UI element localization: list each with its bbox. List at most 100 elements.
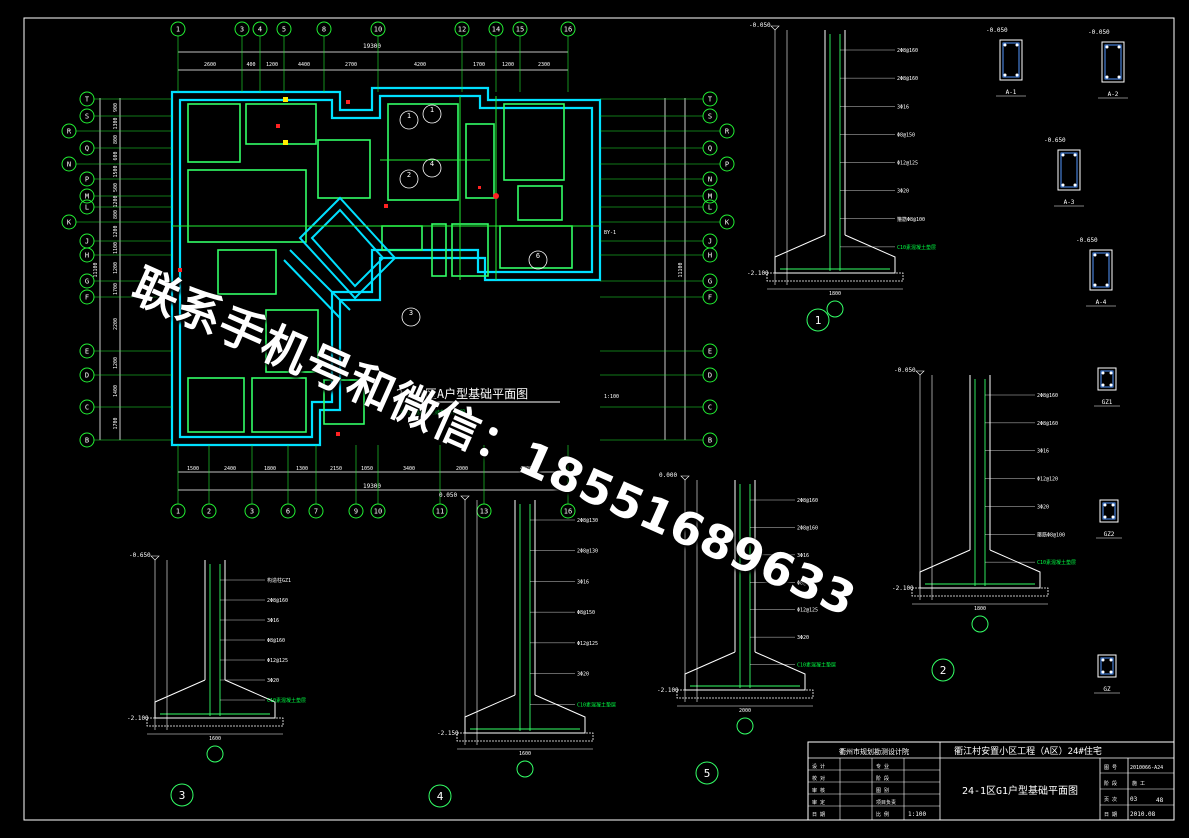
- column-section: A-2-0.050: [1088, 29, 1128, 99]
- axis-bubble-right-label: M: [708, 193, 712, 201]
- org-name: 衢州市规划勘测设计院: [839, 747, 909, 756]
- section-bubble: 4: [430, 160, 434, 168]
- left-dim: 500: [113, 183, 119, 192]
- detail-bar-label: 箍筋Φ8@100: [897, 216, 925, 223]
- top-dim: 1700: [473, 62, 485, 68]
- axis-bubble-left-label: R: [67, 128, 72, 136]
- section-label: A-1: [1006, 89, 1017, 96]
- section-level: -0.650: [1076, 237, 1098, 244]
- page-total: 48: [1156, 797, 1164, 804]
- section-label: GZ1: [1102, 399, 1113, 406]
- left-dim: 900: [113, 103, 119, 112]
- axis-bubble-left-label: G: [85, 278, 89, 286]
- axis-bubble-top-label: 12: [458, 26, 466, 34]
- axis-bubble-left-label: N: [67, 161, 71, 169]
- left-dim: 1200: [113, 195, 119, 207]
- tb-row-label: 审 核: [812, 787, 825, 794]
- axis-bubble-bottom-label: 10: [374, 508, 382, 516]
- section-label: A-3: [1064, 199, 1075, 206]
- detail-top-level: -0.650: [129, 552, 151, 559]
- detail-bar-label: C10素混凝土垫层: [897, 244, 936, 251]
- axis-bubble-right-label: P: [725, 161, 729, 169]
- section-label: GZ: [1103, 686, 1111, 693]
- axis-bubble-bottom-label: 13: [480, 508, 488, 516]
- detail-bottom-level: -2.100: [747, 270, 769, 277]
- date-label: 日 期: [1104, 812, 1117, 818]
- column-section: A-3-0.650: [1044, 137, 1084, 207]
- top-dim: 4200: [414, 62, 426, 68]
- detail-bar-label: 3Φ20: [797, 635, 809, 641]
- detail-bar-label: Φ12@125: [577, 641, 598, 647]
- detail-top-level: 0.050: [439, 492, 457, 499]
- axis-bubble-top-label: 10: [374, 26, 382, 34]
- left-dim: 800: [113, 135, 119, 144]
- section-level: -0.050: [986, 27, 1008, 34]
- section-label: A-4: [1096, 299, 1107, 306]
- left-dim: 1100: [113, 242, 119, 254]
- bottom-dim: 1050: [361, 466, 373, 472]
- left-dim: 1500: [113, 165, 119, 177]
- column-section: A-1 -0.050: [986, 27, 1026, 97]
- section-level: -0.050: [1088, 29, 1110, 36]
- axis-bubble-right-label: E: [708, 348, 712, 356]
- axis-bubble-top-label: 14: [492, 26, 500, 34]
- footing-detail-4: 0.050-2.1502Φ8@1302Φ8@1303Φ16Φ8@150Φ12@1…: [428, 492, 616, 808]
- detail-bar-label: 3Φ20: [1037, 504, 1049, 510]
- axis-bubble-left-label: S: [85, 113, 89, 121]
- axis-bubble-left-label: J: [85, 238, 89, 246]
- top-dim: 4400: [298, 62, 310, 68]
- top-dim: 2700: [345, 62, 357, 68]
- axis-bubble-left-label: D: [85, 372, 89, 380]
- plan-title: 24-1区A户型基础平面图: [396, 386, 528, 401]
- detail-bar-label: 2Φ8@160: [1037, 421, 1058, 427]
- date-value: 2010.08: [1130, 811, 1156, 818]
- detail-bar-label: 2Φ8@130: [577, 549, 598, 555]
- top-total-dim: 19300: [363, 43, 381, 50]
- axis-bubble-left-label: P: [85, 176, 89, 184]
- plan-note: 说明：基础详见结构设计说明: [400, 409, 465, 416]
- detail-width: 1800: [829, 291, 841, 297]
- axis-bubble-left-label: E: [85, 348, 89, 356]
- detail-bar-label: C10素混凝土垫层: [797, 662, 836, 669]
- axis-bubble-left-label: L: [85, 204, 89, 212]
- top-dim: 1200: [266, 62, 278, 68]
- section-bubble: 1: [407, 112, 411, 120]
- sheet-title: 24-1区G1户型基础平面图: [962, 784, 1078, 797]
- project-name: 衢江村安置小区工程（A区）24#住宅: [954, 745, 1102, 757]
- detail-top-level: 0.000: [659, 472, 677, 479]
- left-dim: 800: [113, 210, 119, 219]
- detail-bar-label: 2Φ8@160: [897, 48, 918, 54]
- column-section: GZ1: [1094, 367, 1120, 407]
- axis-bubble-bottom-label: 11: [436, 508, 444, 516]
- column-section: GZ: [1094, 654, 1120, 694]
- axis-bubble-bottom-label: 6: [286, 508, 290, 516]
- axis-bubble-top-label: 15: [516, 26, 524, 34]
- detail-number: 3: [179, 789, 186, 802]
- axis-bubble-right-label: S: [708, 113, 712, 121]
- axis-bubble-bottom-label: 9: [354, 508, 358, 516]
- axis-bubble-right-label: K: [725, 219, 730, 227]
- section-bubble: 1: [430, 106, 434, 114]
- axis-bubble-top-label: 4: [258, 26, 262, 34]
- axis-bubble-right-label: R: [725, 128, 730, 136]
- tb-row-label: 校 对: [812, 775, 825, 782]
- tb-row-label: 审 定: [812, 799, 825, 806]
- axis-bubble-bottom-label: 3: [250, 508, 254, 516]
- detail-top-level: -0.050: [749, 22, 771, 29]
- left-dim: 1400: [113, 385, 119, 397]
- detail-top-level: -0.050: [894, 367, 916, 374]
- stage-label: 阶 段: [1104, 780, 1117, 787]
- axis-bubble-left-label: T: [85, 96, 90, 104]
- detail-bottom-level: -2.100: [657, 687, 679, 694]
- axis-bubble-right-label: C: [708, 404, 712, 412]
- left-dim: 1700: [113, 283, 119, 295]
- axis-bubble-left-label: B: [85, 437, 89, 445]
- tb-row-label: 阶 段: [876, 775, 889, 782]
- axis-bubble-right-label: Q: [708, 145, 712, 153]
- section-bubble: 3: [409, 309, 413, 317]
- axis-bubble-right-label: B: [708, 437, 712, 445]
- detail-bar-label: 2Φ8@160: [797, 498, 818, 504]
- bottom-total-dim: 19300: [363, 483, 381, 490]
- axis-bubble-top-label: 16: [564, 26, 572, 34]
